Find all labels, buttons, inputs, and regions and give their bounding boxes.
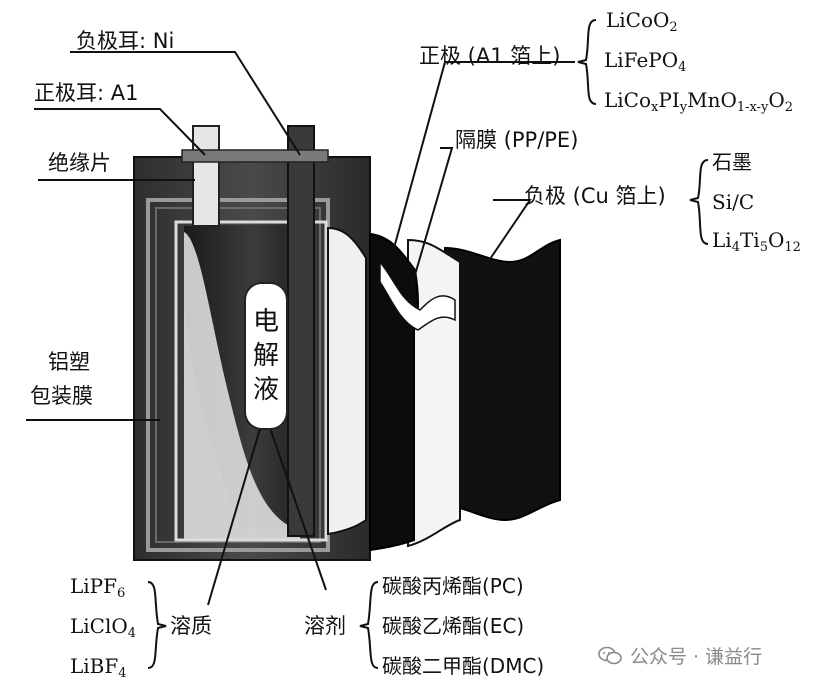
electrolyte-char-3: 液	[252, 375, 279, 405]
braces	[147, 19, 709, 669]
cathode-label: 正极 (A1 箔上)	[419, 44, 561, 68]
inner-frame	[174, 220, 328, 542]
pouch-label-line1: 铝塑	[48, 350, 90, 374]
positive-tab	[192, 125, 220, 227]
insulator-label: 绝缘片	[48, 151, 111, 175]
front-separator	[327, 226, 367, 536]
insulating-strip	[181, 149, 329, 163]
solvent-material-1: 碳酸丙烯酯(PC)	[382, 574, 524, 598]
cathode-material-1: LiCoO2	[606, 8, 678, 35]
solute-material-3: LiBF4	[70, 654, 127, 681]
solute-material-2: LiClO4	[70, 614, 137, 641]
wechat-icon	[598, 646, 622, 664]
solvent-label: 溶剂	[304, 614, 346, 638]
anode-material-2: Si/C	[712, 190, 755, 214]
inner-separator-wave	[184, 232, 300, 540]
anode-material-1: 石墨	[712, 150, 752, 174]
solvent-material-3: 碳酸二甲酯(DMC)	[382, 654, 545, 678]
solvent-material-2: 碳酸乙烯酯(EC)	[382, 614, 525, 638]
negative-tab-label: 负极耳: Ni	[76, 29, 175, 53]
electrolyte-char-2: 解	[252, 341, 279, 371]
pouch-label-line2: 包装膜	[30, 384, 93, 408]
leader-lines	[26, 51, 575, 606]
electrolyte-char-1: 电	[252, 307, 279, 337]
cathode-material-2: LiFePO4	[604, 48, 687, 75]
negative-tab	[287, 125, 315, 537]
electrolyte-box: 电 解 液	[244, 282, 288, 430]
watermark-text: 公众号 · 谦益行	[630, 646, 763, 668]
watermark: 公众号 · 谦益行	[598, 642, 762, 669]
anode-sheet	[444, 238, 561, 522]
cathode-material-3: LiCoxPIyMnO1-x-yO2	[604, 88, 794, 115]
solute-material-1: LiPF6	[70, 574, 126, 601]
positive-tab-label: 正极耳: A1	[34, 81, 139, 105]
separator-label: 隔膜 (PP/PE)	[455, 128, 579, 152]
anode-material-3: Li4Ti5O12	[712, 228, 801, 255]
solute-label: 溶质	[170, 614, 212, 638]
separator-curl	[379, 259, 456, 331]
anode-label: 负极 (Cu 箔上)	[524, 184, 666, 208]
